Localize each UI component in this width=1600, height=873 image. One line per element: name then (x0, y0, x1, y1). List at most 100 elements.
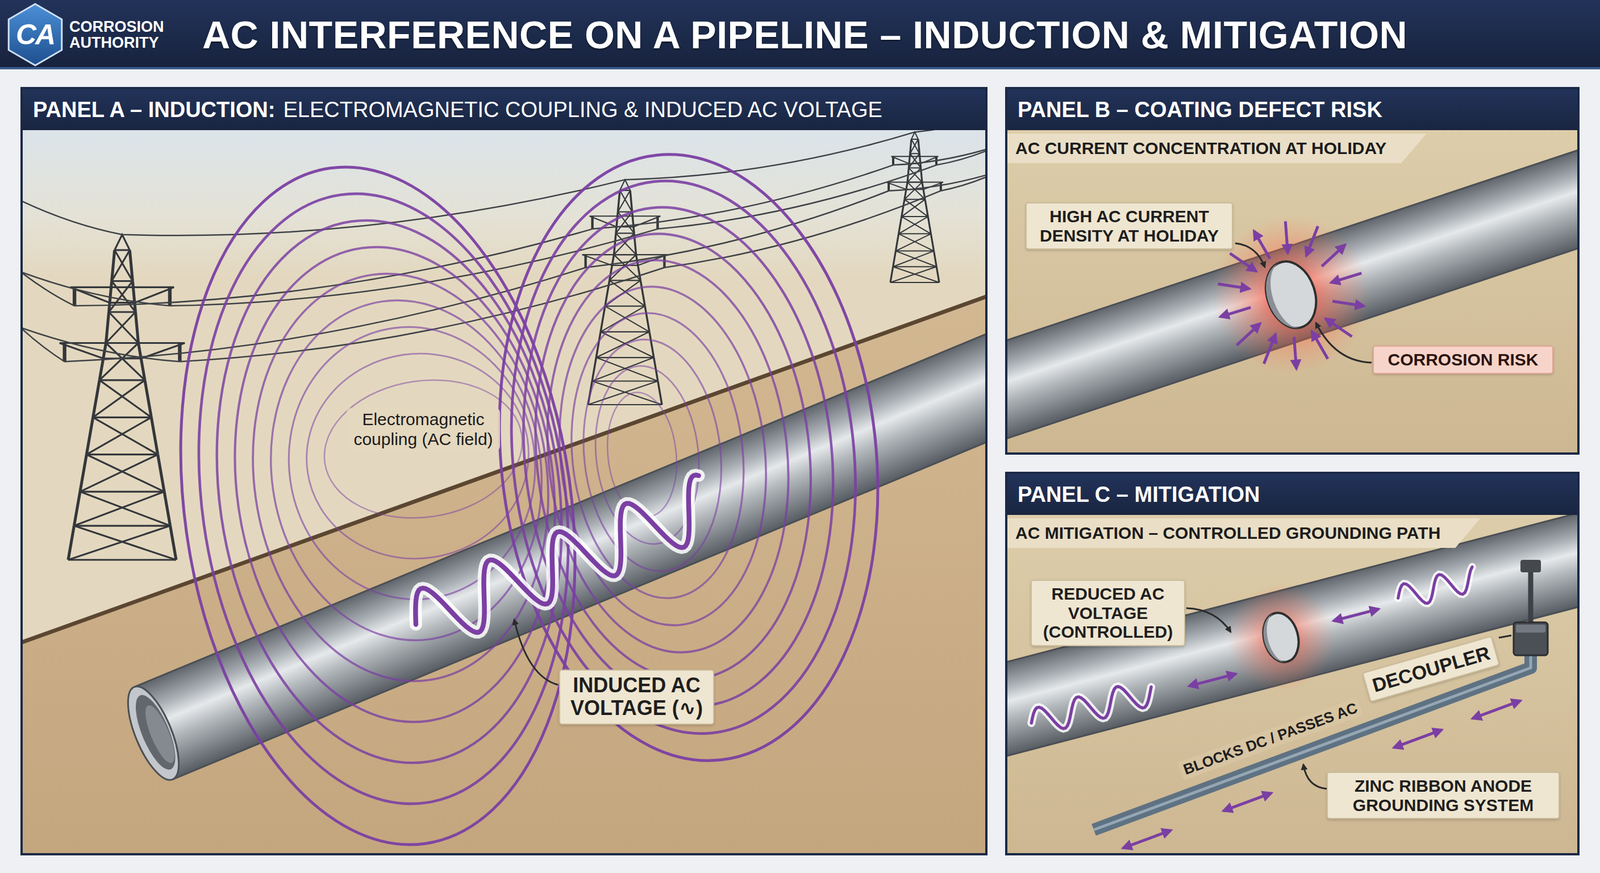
decoupler-device (1513, 622, 1548, 656)
tower-strut (901, 215, 928, 218)
coating-holiday (1257, 254, 1325, 335)
tower-brace (619, 190, 633, 212)
insulator (892, 156, 895, 165)
current-double-arrow (1122, 830, 1171, 848)
panel-header-bar: PANEL C – MITIGATION (1007, 473, 1578, 515)
tower-brace (893, 266, 940, 283)
tower-brace (907, 182, 925, 200)
tower-leg (934, 251, 937, 268)
tower-brace (73, 491, 165, 526)
tower-leg (630, 190, 632, 212)
current-arrow (1220, 307, 1252, 317)
bond-cable (1528, 565, 1534, 625)
field-ring (182, 197, 595, 786)
current-arrow (1321, 244, 1345, 267)
tower-brace (904, 182, 923, 200)
current-double-arrow (1333, 609, 1379, 622)
tower-brace (910, 153, 922, 168)
callout-text: ZINC RIBBON ANODE GROUNDING SYSTEM (1333, 776, 1553, 815)
tower-peak (114, 234, 131, 250)
tower-brace (109, 281, 133, 313)
tower-leg (644, 306, 650, 332)
callout-box: INDUCED AC VOLTAGE (∿) (559, 669, 715, 725)
tower-strut (109, 310, 136, 313)
field-ring (528, 248, 808, 665)
tower-leg (895, 233, 899, 251)
tower-strut (93, 416, 152, 419)
tower-strut (114, 248, 131, 251)
panel-heading: ELECTROMAGNETIC COUPLING & INDUCED AC VO… (282, 97, 882, 123)
tower-leg (157, 454, 165, 492)
leader-line (1303, 764, 1328, 789)
panel-subheading: AC CURRENT CONCENTRATION AT HOLIDAY (1015, 138, 1387, 158)
current-arrow (1285, 221, 1288, 253)
tower-brace (609, 280, 645, 306)
tower-strut (910, 152, 920, 154)
pipe-body (1007, 127, 1578, 448)
tower-leg (164, 491, 170, 526)
insulator (62, 343, 66, 362)
callout-text: CORROSION RISK (1379, 350, 1547, 370)
red-glow (1215, 571, 1348, 704)
tower-leg (893, 251, 897, 268)
lattice-tower (59, 234, 185, 560)
panel-frame: PANEL A – INDUCTION:ELECTROMAGNETIC COUP… (20, 86, 988, 856)
leader-line (1498, 635, 1512, 638)
tower-brace (111, 250, 131, 282)
panel-heading: PANEL B – COATING DEFECT RISK (1017, 97, 1383, 123)
tower-strut (890, 281, 940, 283)
current-arrow (1294, 336, 1297, 369)
tower-brace (106, 311, 136, 344)
callout-text: REDUCED AC VOLTAGE (CONTROLLED) (1037, 584, 1179, 642)
current-double-arrow (1189, 673, 1236, 686)
tower-brace (111, 281, 136, 313)
tower-leg (918, 139, 920, 154)
tower-brace (86, 454, 165, 492)
tower-leg (93, 380, 100, 418)
tower-strut (80, 490, 165, 493)
tower-brace (73, 525, 177, 560)
callout-text: INDUCED AC VOLTAGE (∿) (565, 673, 708, 720)
coating-holiday (1257, 608, 1304, 666)
current-arrow (1263, 334, 1275, 364)
insulator (177, 343, 182, 362)
field-ring (470, 135, 907, 779)
current-arrow (1236, 323, 1261, 345)
holiday-shade (1257, 613, 1287, 666)
tower-brace (893, 251, 935, 268)
tower-brace (106, 343, 145, 381)
callout-text: HIGH AC CURRENT DENSITY AT HOLIDAY (1032, 206, 1227, 245)
field-ring (543, 276, 783, 636)
tower-brace (898, 216, 929, 234)
tower-leg (936, 266, 940, 283)
wave-glow (1027, 678, 1156, 736)
tower-brace (911, 139, 920, 154)
leader-line (1235, 243, 1265, 268)
tower-leg (106, 311, 110, 344)
tower-brace (93, 380, 145, 418)
tower-strut (111, 280, 133, 282)
cross-arm (70, 286, 174, 303)
current-double-arrow (1393, 729, 1442, 748)
tower-leg (890, 266, 894, 283)
tower-leg (138, 343, 145, 381)
holiday (1013, 534, 1491, 757)
pipe-body (134, 295, 986, 779)
tower-leg (614, 232, 616, 255)
pipe-bore (127, 689, 184, 774)
tower-strut (99, 378, 145, 381)
field-ring (485, 163, 883, 751)
insulator (584, 254, 587, 268)
tower-brace (80, 491, 171, 526)
field-ring (249, 282, 564, 658)
callout-text: DECOUPLER (1369, 641, 1493, 696)
current-arrow (1311, 331, 1328, 360)
tower-strut (893, 265, 937, 268)
leader-line (1186, 607, 1231, 632)
tower-leg (901, 199, 905, 217)
panel-heading: PANEL C – MITIGATION (1017, 482, 1260, 507)
tower-brace (908, 167, 923, 182)
tower-brace (109, 311, 139, 344)
